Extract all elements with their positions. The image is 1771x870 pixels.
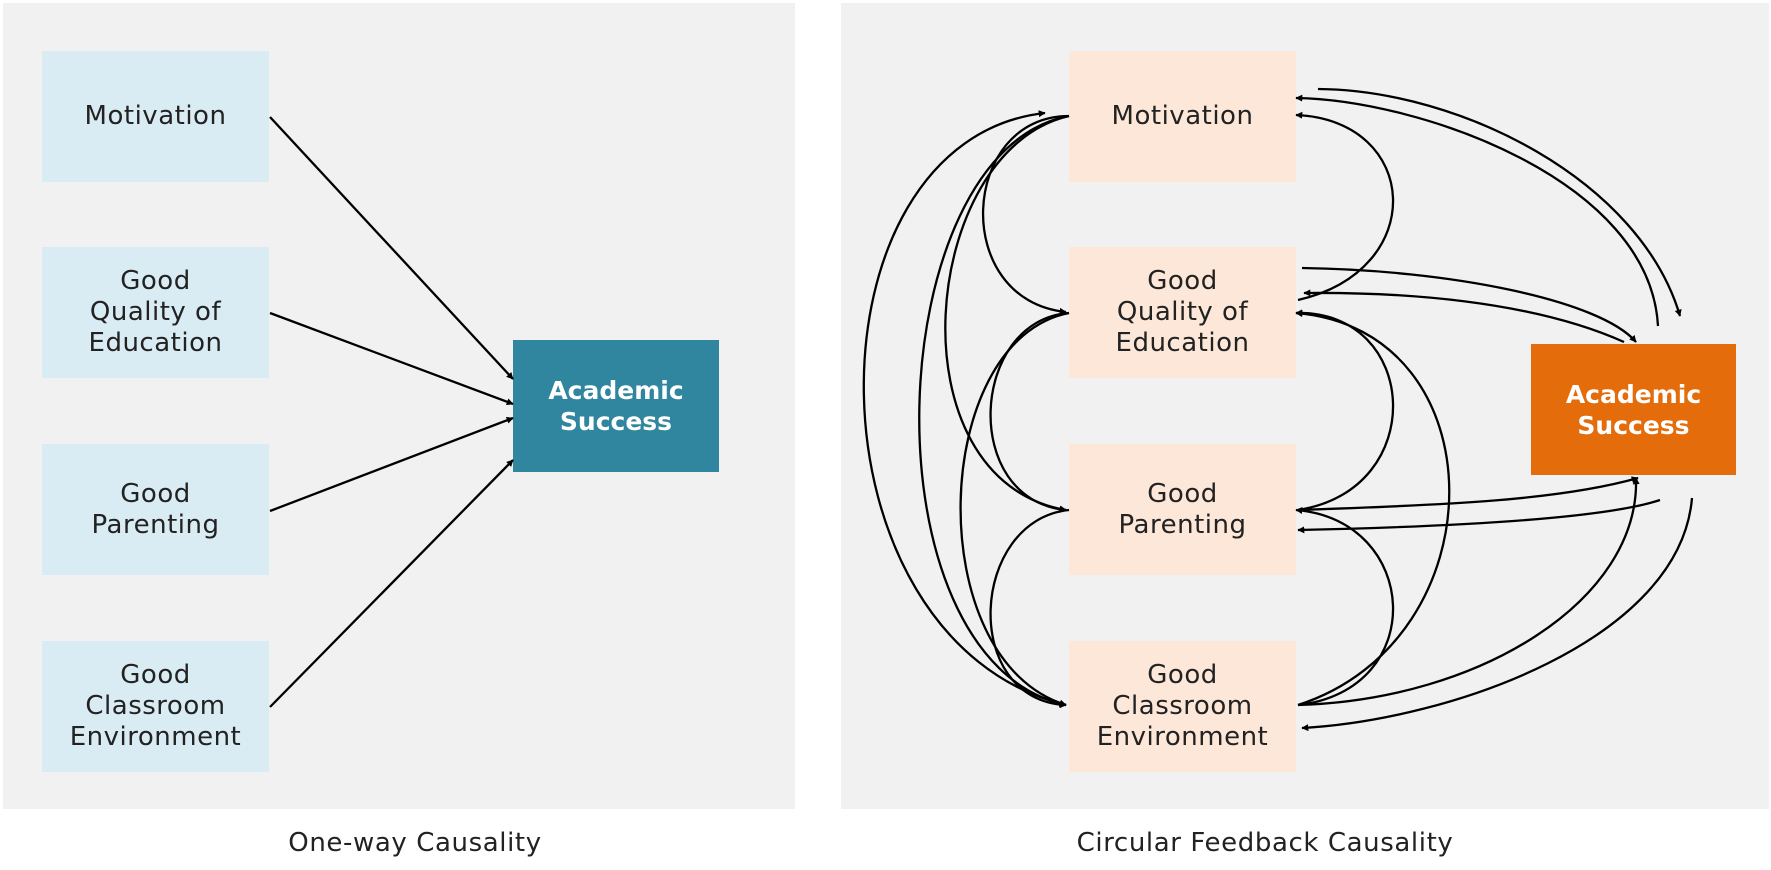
- one-way-factor-parenting: Good Parenting: [42, 444, 269, 575]
- arrow-classroom-to-success: [1297, 477, 1640, 707]
- one-way-arrows: [269, 116, 514, 708]
- feedback-factor-parenting: Good Parenting: [1069, 444, 1296, 575]
- arrow-motivation-to-education: [981, 114, 1070, 315]
- arrow-motivation-to-success: [269, 116, 514, 380]
- arrow-education-to-success: [269, 311, 514, 406]
- arrow-parenting-to-success: [1297, 476, 1639, 512]
- one-way-factor-education: Good Quality of Education: [42, 247, 269, 378]
- feedback-factor-motivation: Motivation: [1069, 51, 1296, 182]
- arrow-success-to-parenting: [1297, 498, 1661, 534]
- arrow-parenting-to-classroom: [989, 508, 1070, 709]
- arrow-motivation-to-parenting: [944, 114, 1070, 513]
- one-way-factor-classroom: Good Classroom Environment: [42, 641, 269, 772]
- arrow-classroom-to-education: [1295, 310, 1451, 707]
- arrow-classroom-to-parenting: [1295, 507, 1395, 707]
- arrow-classroom-to-success: [269, 459, 514, 708]
- one-way-factor-motivation: Motivation: [42, 51, 269, 182]
- arrow-classroom-to-motivation: [862, 110, 1067, 707]
- caption-circular-feedback: Circular Feedback Causality: [1076, 828, 1454, 858]
- arrow-education-to-motivation: [1295, 111, 1395, 302]
- feedback-factor-education: Good Quality of Education: [1069, 247, 1296, 378]
- arrow-parenting-to-success: [269, 416, 514, 513]
- caption-one-way: One-way Causality: [288, 828, 542, 858]
- arrow-success-to-classroom: [1301, 497, 1694, 732]
- arrow-motivation-to-success: [1317, 87, 1682, 317]
- feedback-factor-classroom: Good Classroom Environment: [1069, 641, 1296, 772]
- arrow-education-to-classroom: [959, 311, 1070, 707]
- feedback-arrows: [862, 87, 1694, 732]
- feedback-outcome-academic-success: Academic Success: [1531, 344, 1736, 475]
- one-way-outcome-academic-success: Academic Success: [513, 340, 719, 472]
- arrow-success-to-motivation: [1295, 94, 1660, 327]
- arrow-motivation-to-classroom: [918, 114, 1070, 708]
- arrow-education-to-parenting: [989, 311, 1070, 513]
- arrow-success-to-education: [1303, 289, 1625, 344]
- arrow-education-to-success: [1301, 266, 1637, 343]
